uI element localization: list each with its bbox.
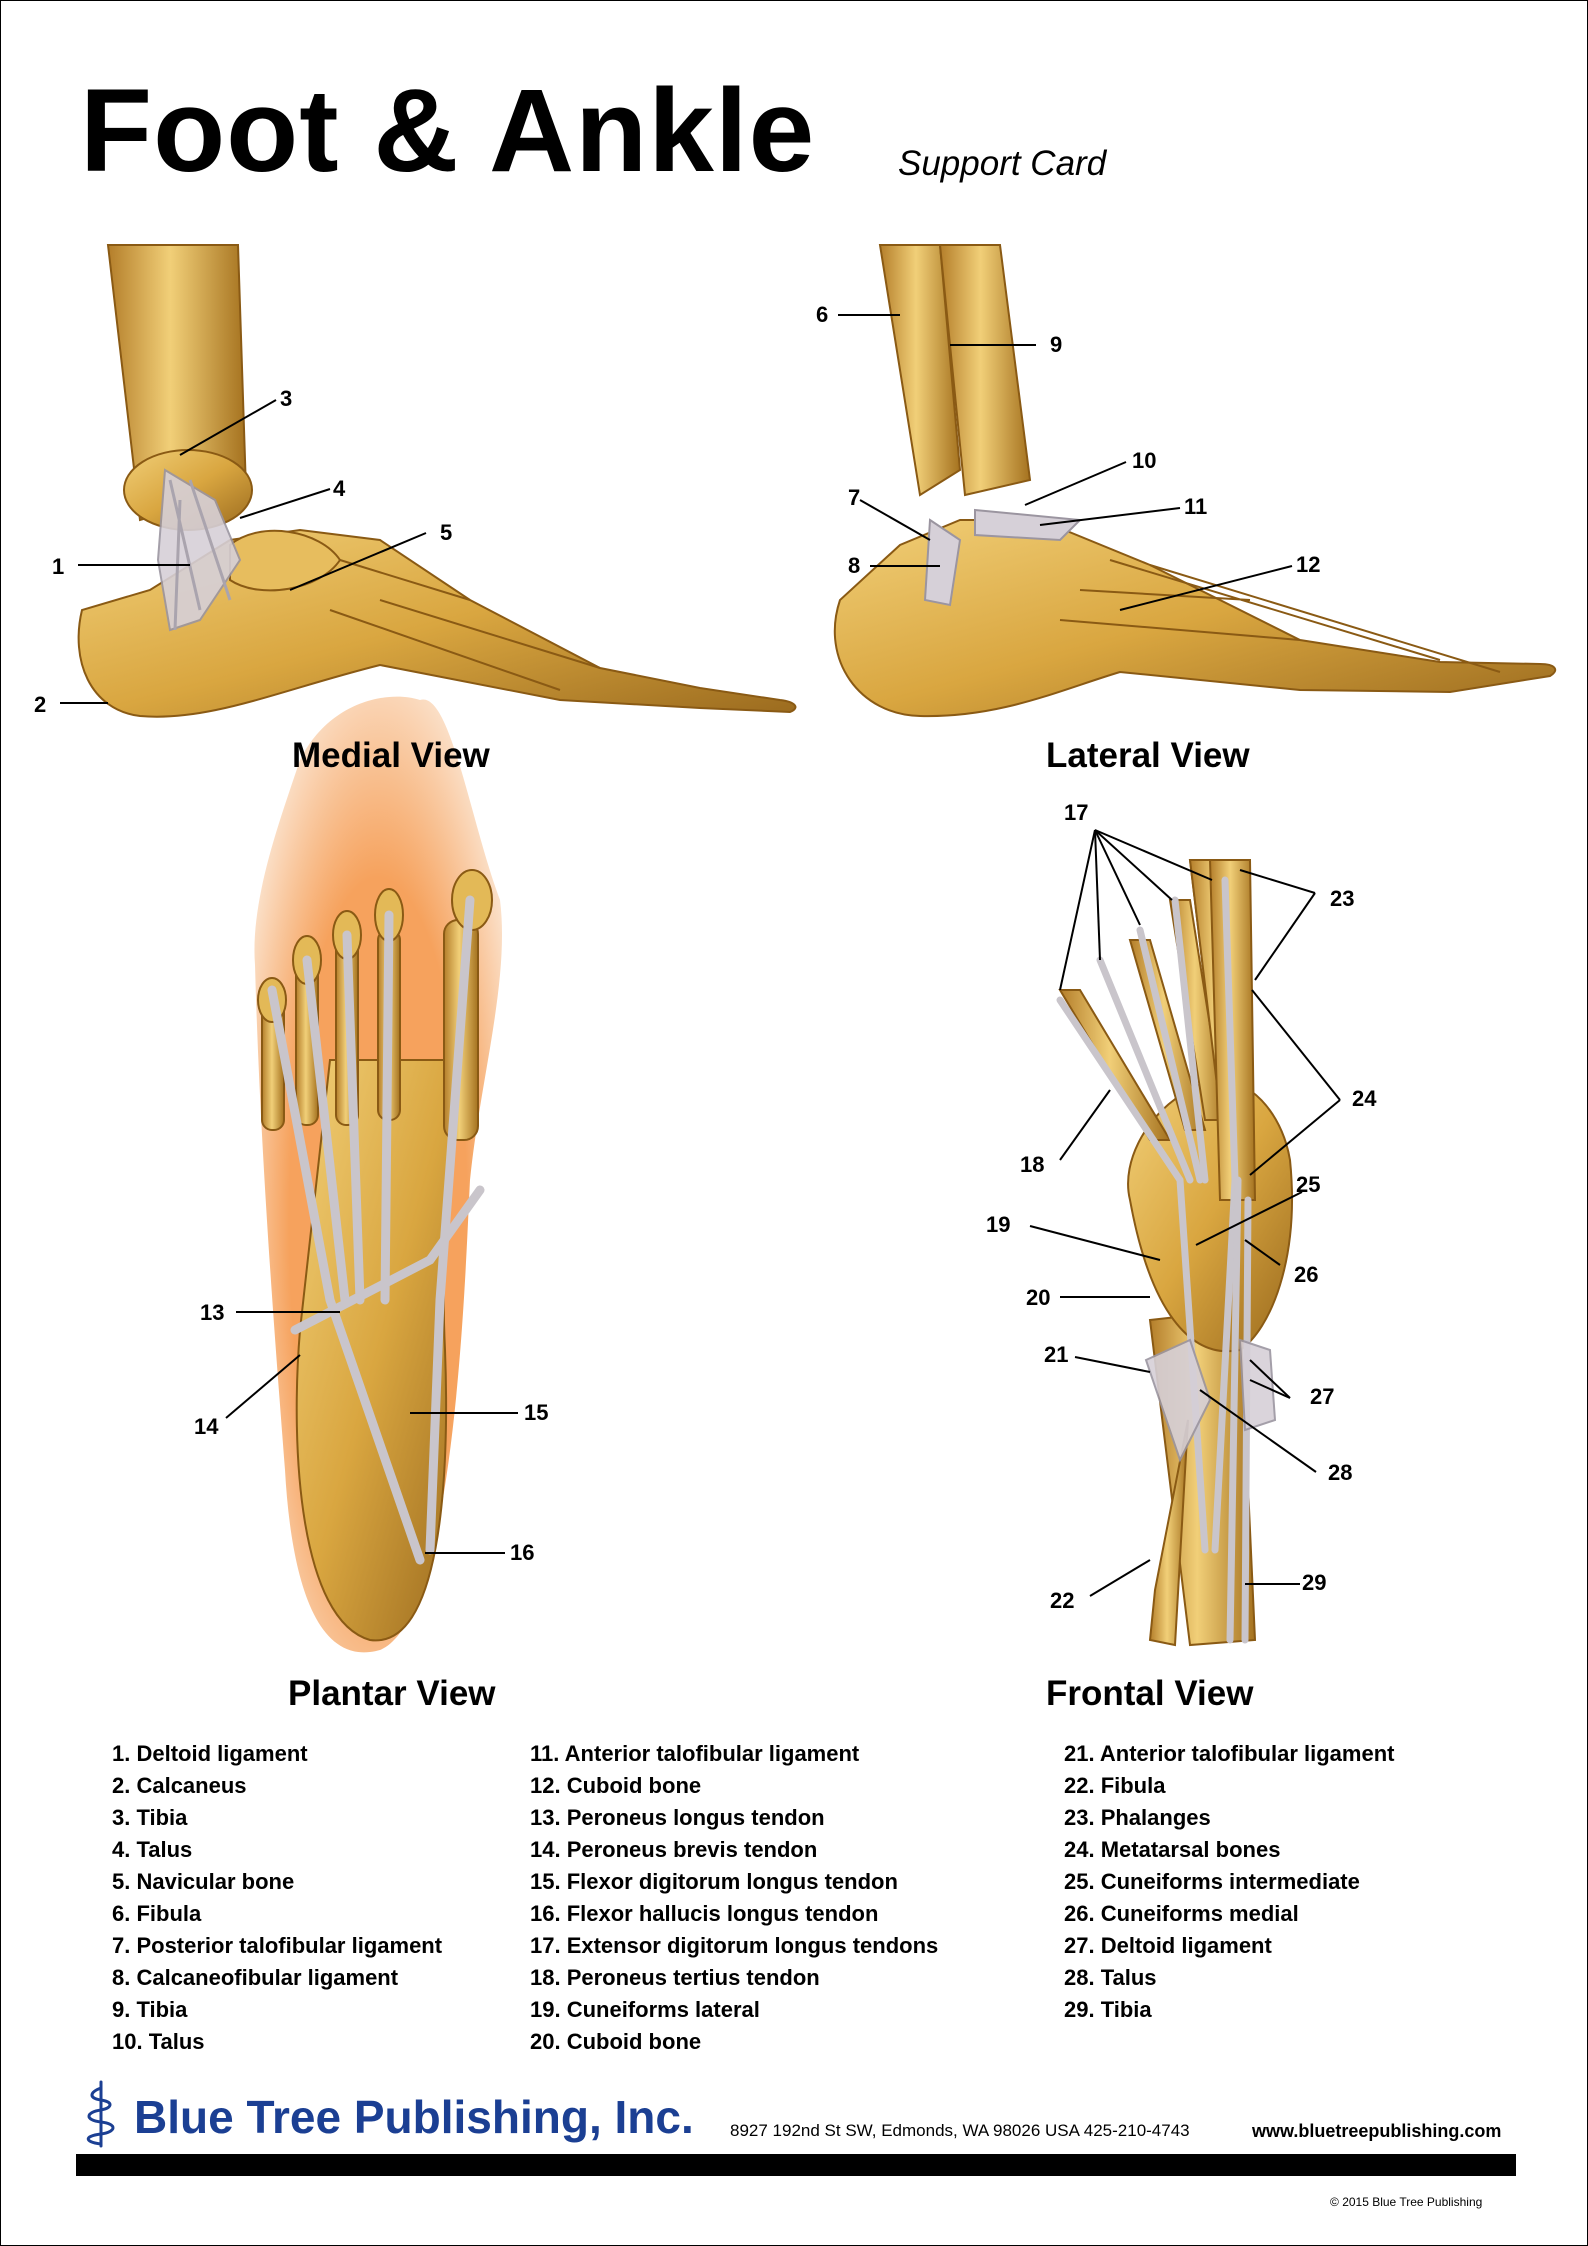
callout-20: 20 [1026, 1285, 1050, 1310]
publisher-website-link[interactable]: www.bluetreepublishing.com [1252, 2121, 1502, 2141]
card-subtitle: Support Card [898, 144, 1107, 183]
footer-divider-bar [76, 2154, 1516, 2176]
callout-14: 14 [194, 1414, 219, 1439]
legend-item: 27. Deltoid ligament [1064, 1933, 1272, 1958]
blue-tree-logo-icon [86, 2080, 115, 2148]
legend-item: 7. Posterior talofibular ligament [112, 1933, 443, 1958]
legend-item: 2. Calcaneus [112, 1773, 247, 1798]
card-title: Foot & Ankle [80, 65, 816, 197]
legend-item: 22. Fibula [1064, 1773, 1166, 1798]
callout-4: 4 [333, 476, 346, 501]
callout-19: 19 [986, 1212, 1010, 1237]
frontal-view-illustration [1056, 859, 1293, 1647]
callout-5: 5 [440, 520, 452, 545]
legend-item: 10. Talus [112, 2029, 205, 2054]
callout-28: 28 [1328, 1460, 1352, 1485]
callout-24: 24 [1352, 1086, 1377, 1111]
callout-7: 7 [848, 485, 860, 510]
medial-view-illustration [77, 244, 797, 718]
legend-column-3: 21. Anterior talofibular ligament 22. Fi… [1064, 1738, 1394, 2026]
callout-17: 17 [1064, 800, 1088, 825]
callout-29: 29 [1302, 1570, 1326, 1595]
callout-26: 26 [1294, 1262, 1318, 1287]
callout-12: 12 [1296, 552, 1320, 577]
callout-15: 15 [524, 1400, 548, 1425]
legend-item: 9. Tibia [112, 1997, 188, 2022]
publisher-address: 8927 192nd St SW, Edmonds, WA 98026 USA … [730, 2121, 1190, 2140]
legend-item: 24. Metatarsal bones [1064, 1837, 1281, 1862]
legend-item: 28. Talus [1064, 1965, 1157, 1990]
copyright-text: 2015 Blue Tree Publishing [1342, 2195, 1483, 2209]
legend-item: 1. Deltoid ligament [112, 1741, 308, 1766]
callout-3: 3 [280, 386, 292, 411]
legend-item: 17. Extensor digitorum longus tendons [530, 1933, 939, 1958]
callout-10: 10 [1132, 448, 1156, 473]
legend-item: 6. Fibula [112, 1901, 202, 1926]
legend-item: 8. Calcaneofibular ligament [112, 1965, 399, 1990]
lateral-view-illustration [833, 244, 1557, 718]
plantar-view-illustration [254, 696, 503, 1653]
callout-22: 22 [1050, 1588, 1074, 1613]
legend-column-2: 11. Anterior talofibular ligament 12. Cu… [530, 1738, 938, 2058]
legend-item: 4. Talus [112, 1837, 193, 1862]
callout-13: 13 [200, 1300, 224, 1325]
copyright-icon: © [1330, 2195, 1339, 2209]
legend-item: 18. Peroneus tertius tendon [530, 1965, 820, 1990]
legend-item: 16. Flexor hallucis longus tendon [530, 1901, 879, 1926]
callout-23: 23 [1330, 886, 1354, 911]
callout-16: 16 [510, 1540, 534, 1565]
legend-item: 20. Cuboid bone [530, 2029, 702, 2054]
callout-25: 25 [1296, 1172, 1320, 1197]
legend-item: 29. Tibia [1064, 1997, 1152, 2022]
plantar-view-label: Plantar View [288, 1674, 496, 1713]
legend-item: 19. Cuneiforms lateral [530, 1997, 760, 2022]
legend-item: 15. Flexor digitorum longus tendon [530, 1869, 898, 1894]
legend-item: 25. Cuneiforms intermediate [1064, 1869, 1360, 1894]
frontal-view-label: Frontal View [1046, 1674, 1254, 1713]
legend-item: 26. Cuneiforms medial [1064, 1901, 1299, 1926]
legend-item: 23. Phalanges [1064, 1805, 1211, 1830]
callout-2: 2 [34, 692, 46, 717]
legend-item: 14. Peroneus brevis tendon [530, 1837, 818, 1862]
medial-view-label: Medial View [292, 736, 490, 775]
legend-item: 12. Cuboid bone [530, 1773, 702, 1798]
callout-27: 27 [1310, 1384, 1334, 1409]
callout-7-9: 9 [1050, 332, 1062, 357]
legend-item: 3. Tibia [112, 1805, 188, 1830]
legend-item: 13. Peroneus longus tendon [530, 1805, 825, 1830]
copyright-notice: © 2015 Blue Tree Publishing [1330, 2196, 1482, 2208]
legend-item: 21. Anterior talofibular ligament [1064, 1741, 1395, 1766]
publisher-name: Blue Tree Publishing, Inc. [134, 2091, 694, 2143]
callout-18: 18 [1020, 1152, 1044, 1177]
lateral-view-label: Lateral View [1046, 736, 1250, 775]
legend-column-1: 1. Deltoid ligament 2. Calcaneus 3. Tibi… [112, 1738, 442, 2058]
callout-6: 6 [816, 302, 828, 327]
legend-item: 11. Anterior talofibular ligament [530, 1741, 860, 1766]
callout-8: 8 [848, 553, 860, 578]
callout-11: 11 [1184, 494, 1207, 519]
leader-lines [60, 314, 1341, 1597]
callout-21: 21 [1044, 1342, 1068, 1367]
legend-item: 5. Navicular bone [112, 1869, 295, 1894]
callout-1: 1 [52, 554, 64, 579]
callout-numbers: 1 2 3 4 5 6 9 7 8 10 11 12 13 14 15 16 1… [34, 302, 1377, 1613]
